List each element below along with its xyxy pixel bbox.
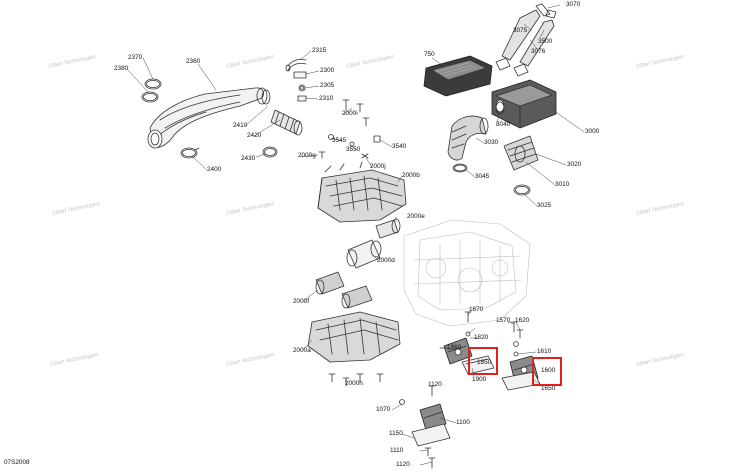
callout-3000: 3000 <box>585 128 600 135</box>
clamp-3045 <box>452 163 468 173</box>
callout-1820: 1820 <box>474 334 489 341</box>
clamp-2370 <box>144 78 162 90</box>
callout-3020: 3020 <box>567 161 582 168</box>
figure-code: 07S2008 <box>4 459 30 466</box>
callout-2360: 2360 <box>186 58 201 65</box>
intake-tube-3030 <box>447 115 489 161</box>
callout-2000h: 2000h <box>345 380 363 387</box>
intake-manifold-lower <box>307 311 401 363</box>
callout-2000d: 2000d <box>377 257 395 264</box>
callout-2380: 2380 <box>114 65 129 72</box>
callout-1850: 1850 <box>477 359 492 366</box>
callout-2000j: 2000j <box>370 163 386 170</box>
callout-1120-upper: 1120 <box>428 381 442 388</box>
callout-3540: 3540 <box>392 143 407 150</box>
callout-1110: 1110 <box>390 447 404 454</box>
callout-3545: 3545 <box>332 137 347 144</box>
intake-manifold-upper <box>317 161 407 223</box>
engine-block <box>403 219 531 327</box>
callout-3550: 3550 <box>346 146 361 153</box>
fitting-2305 <box>298 84 306 92</box>
callout-3076: 3076 <box>531 48 546 55</box>
callout-1120-lower: 1120 <box>396 461 410 468</box>
callout-2000i: 2000i <box>342 110 358 117</box>
callout-3040: 3040 <box>496 121 511 128</box>
clamp-3040 <box>495 101 505 115</box>
callout-1070: 1070 <box>376 406 391 413</box>
clamp-2400 <box>180 147 200 159</box>
callout-1570: 1570 <box>496 317 511 324</box>
callout-3075: 3075 <box>513 27 528 34</box>
couplers-2000f <box>315 271 373 309</box>
fitting-2300 <box>293 71 307 79</box>
manifold-hardware <box>318 99 381 159</box>
clamp-3025 <box>513 184 531 196</box>
throttle-duct <box>346 239 382 269</box>
callout-2000b: 2000b <box>402 172 420 179</box>
charge-tube-3075 <box>495 3 557 77</box>
callout-1100: 1100 <box>456 419 470 426</box>
callout-2310: 2310 <box>319 95 334 102</box>
callout-2315: 2315 <box>312 47 327 54</box>
fitting-2310 <box>297 95 307 102</box>
hose-3010 <box>514 145 526 163</box>
callout-2000g: 2000g <box>298 152 316 159</box>
mount-1100 <box>419 403 447 431</box>
callout-2430: 2430 <box>241 155 256 162</box>
callout-3025: 3025 <box>537 202 552 209</box>
mount-bracket-1850 <box>443 337 473 365</box>
mount-plate-1900 <box>461 355 495 375</box>
callout-1610: 1610 <box>537 348 552 355</box>
callout-1620: 1620 <box>515 317 530 324</box>
callout-3045: 3045 <box>475 173 490 180</box>
callout-2400: 2400 <box>207 166 222 173</box>
callout-2370: 2370 <box>128 54 143 61</box>
callout-1150: 1150 <box>389 430 403 437</box>
callout-3010: 3010 <box>555 181 570 188</box>
clamp-2380 <box>141 91 159 103</box>
callout-750: 750 <box>424 51 435 58</box>
callout-3500: 3500 <box>538 38 553 45</box>
intake-duct <box>147 87 271 149</box>
callout-1600: 1600 <box>541 367 556 374</box>
throttle-coupler <box>375 218 401 239</box>
callout-2000e: 2000e <box>407 213 425 220</box>
callout-2410: 2410 <box>233 122 248 129</box>
leader-lines <box>126 4 585 466</box>
callout-1870: 1870 <box>469 306 484 313</box>
airbox-cover <box>423 55 493 97</box>
callout-3030: 3030 <box>484 139 499 146</box>
callout-2305: 2305 <box>320 82 335 89</box>
callout-2000a: 2000a <box>293 347 311 354</box>
hose-3020 <box>503 135 539 171</box>
highlight-box-1600 <box>532 357 562 386</box>
mount-lower-hardware <box>399 385 436 469</box>
callout-3070: 3070 <box>566 1 581 8</box>
callout-1900: 1900 <box>472 376 487 383</box>
callout-1650: 1650 <box>541 385 556 392</box>
callout-2000f: 2000f <box>293 298 309 305</box>
clamp-2430 <box>262 146 278 158</box>
callout-2420: 2420 <box>247 132 262 139</box>
highlight-box-1850 <box>468 347 498 375</box>
callout-1860: 1860 <box>447 344 462 351</box>
manifold-lower-hardware <box>328 373 384 387</box>
callout-2300: 2300 <box>320 67 335 74</box>
vent-hose-2315 <box>285 58 307 72</box>
bellows-coupler <box>270 109 303 136</box>
mount-plate-1150 <box>411 423 451 447</box>
